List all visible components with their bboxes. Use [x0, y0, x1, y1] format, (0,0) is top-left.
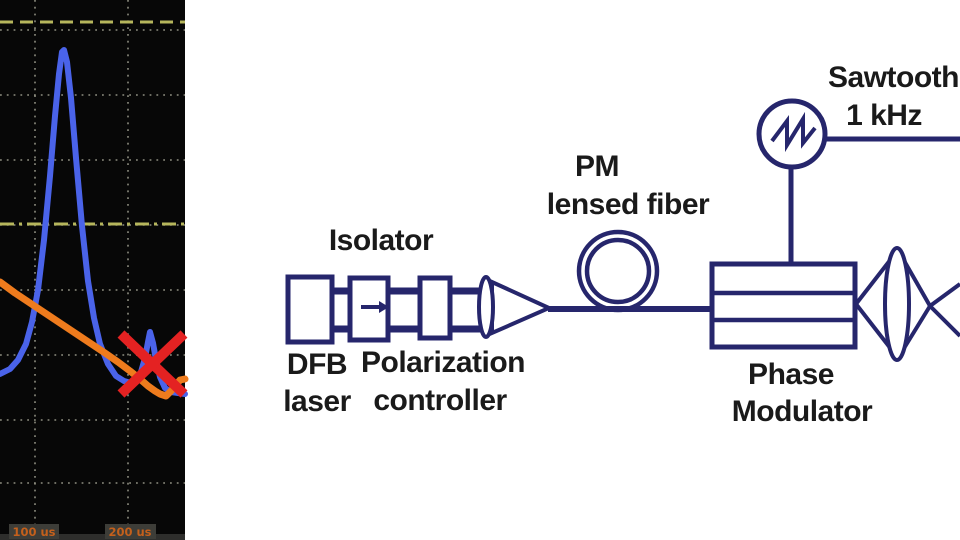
x-stroke — [117, 330, 188, 398]
time-tick-label: 200 us — [108, 525, 151, 539]
beam-edge — [928, 304, 960, 338]
sawtooth-wave-icon — [770, 111, 817, 153]
isolator-label: Isolator — [328, 224, 434, 257]
dfb-laser-label-line1: DFB — [286, 348, 348, 381]
output-beam-path — [854, 246, 960, 362]
pm-lensed-fiber-label-line1: PM — [575, 150, 620, 183]
time-tick-label: 100 us — [12, 525, 55, 539]
blue-trace — [0, 47, 188, 397]
arrow-head — [379, 301, 389, 313]
beam-edge — [928, 282, 960, 308]
polarization-controller-label-line1: Polarization — [360, 346, 526, 379]
sawtooth-label: Sawtooth — [828, 61, 960, 94]
polarization-controller-box — [417, 275, 453, 341]
phase-modulator-label-line1: Phase — [748, 358, 834, 391]
sawtooth-frequency-label: 1 kHz — [846, 99, 922, 132]
optical-setup-diagram — [285, 98, 960, 362]
dfb-laser-box — [285, 274, 335, 345]
phase-modulator-label-line2: Modulator — [731, 395, 873, 428]
collimating-lens-icon — [883, 246, 911, 362]
dfb-laser-label-line2: laser — [283, 385, 351, 418]
right-arrow-icon — [361, 301, 389, 313]
tick-label-bg — [105, 524, 156, 539]
polarization-controller-label-line2: controller — [373, 384, 507, 417]
fiber-loop-inner — [584, 237, 652, 305]
scope-bottom-strip — [0, 534, 185, 540]
small-lens-icon — [477, 275, 495, 339]
scope-background — [0, 0, 185, 540]
orange-trace — [0, 278, 189, 400]
oscilloscope-panel: 100 us 200 us — [0, 0, 189, 540]
phase-modulator-box — [709, 261, 858, 350]
scope-grid — [0, 0, 185, 534]
pm-lensed-fiber-label-line2: lensed fiber — [546, 188, 710, 221]
taper-cone — [490, 278, 554, 337]
red-x-mark-icon — [117, 330, 188, 398]
tick-label-bg — [9, 524, 59, 539]
